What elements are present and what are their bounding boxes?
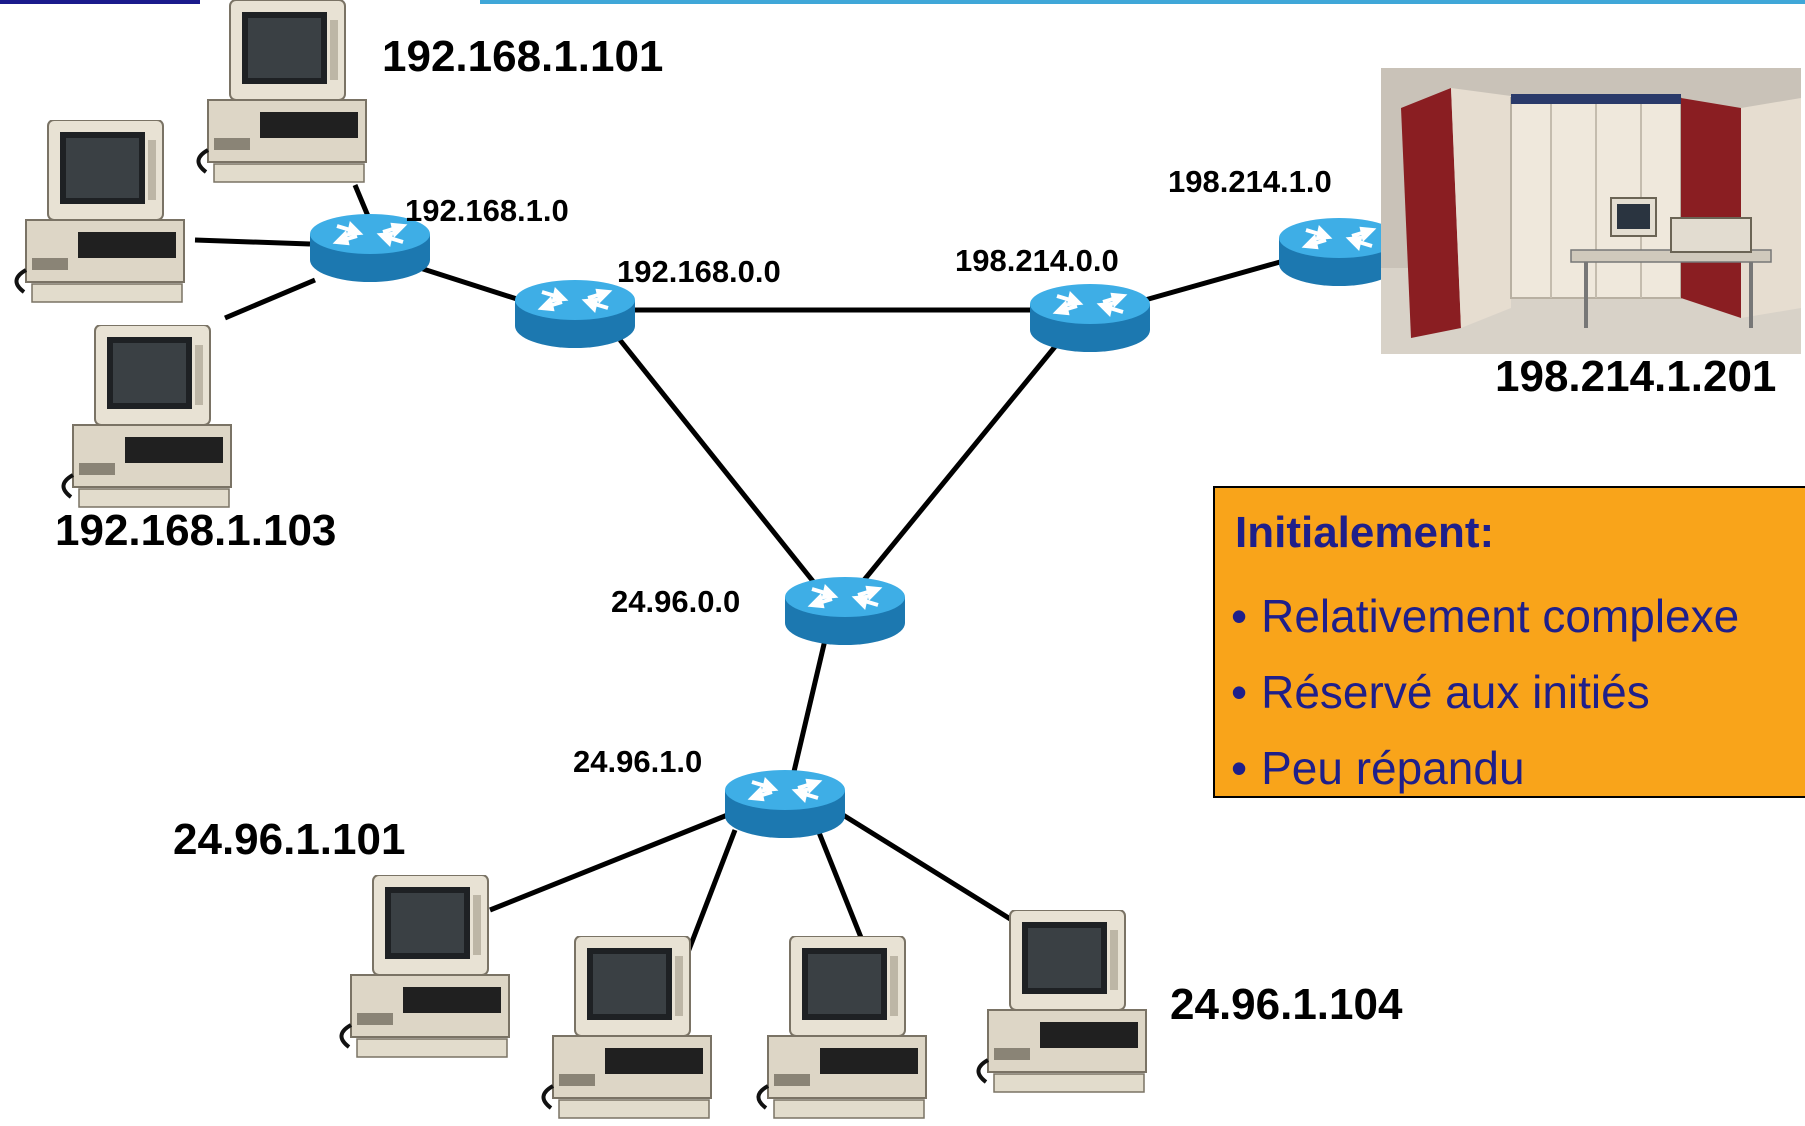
host-label: 192.168.1.101	[382, 32, 664, 81]
router-icon	[783, 575, 907, 647]
desktop-computer-icon	[14, 120, 187, 304]
link-r192-0-to-r24-0	[618, 338, 822, 592]
desktop-computer-icon	[541, 936, 713, 1120]
network-label: 24.96.0.0	[611, 584, 741, 619]
host-label: 24.96.1.101	[173, 815, 406, 864]
link-r24-1-to-pc-d	[833, 807, 1022, 928]
network-label: 24.96.1.0	[573, 744, 703, 779]
callout-item: Relativement complexe	[1231, 578, 1739, 654]
top-accent-bar	[0, 0, 200, 4]
link-r24-1-to-pc-a	[489, 807, 741, 913]
callout-item: Peu répandu	[1231, 730, 1739, 806]
link-pc103-router	[224, 277, 316, 321]
link-r192-1-to-r192-0	[419, 265, 521, 303]
callout-box: Initialement: Relativement complexe Rése…	[1213, 486, 1805, 798]
network-label: 192.168.1.0	[405, 193, 569, 228]
desktop-computer-icon	[976, 910, 1148, 1094]
router-icon	[723, 768, 847, 840]
host-label: 192.168.1.103	[55, 506, 337, 555]
link-pc102-router	[194, 237, 311, 247]
host-label: 24.96.1.104	[1170, 980, 1403, 1029]
callout-list: Relativement complexe Réservé aux initié…	[1231, 578, 1739, 806]
network-label: 198.214.1.0	[1168, 164, 1332, 199]
desktop-computer-icon	[196, 0, 368, 184]
link-r24-0-to-r24-1	[789, 639, 828, 781]
host-label: 198.214.1.201	[1495, 352, 1777, 401]
link-r198-0-to-r198-1	[1144, 259, 1281, 303]
desktop-computer-icon	[756, 936, 928, 1120]
link-r198-0-to-r24-0	[858, 341, 1060, 587]
link-r24-1-to-pc-b	[682, 829, 738, 961]
callout-item: Réservé aux initiés	[1231, 654, 1739, 730]
callout-title: Initialement:	[1235, 508, 1495, 557]
desktop-computer-icon	[339, 875, 511, 1059]
network-label: 198.214.0.0	[955, 243, 1119, 278]
router-icon	[1028, 282, 1152, 354]
network-label: 192.168.0.0	[617, 254, 781, 289]
top-divider-line	[480, 0, 1805, 4]
desktop-computer-icon	[61, 325, 234, 509]
mainframe-image	[1381, 68, 1801, 354]
